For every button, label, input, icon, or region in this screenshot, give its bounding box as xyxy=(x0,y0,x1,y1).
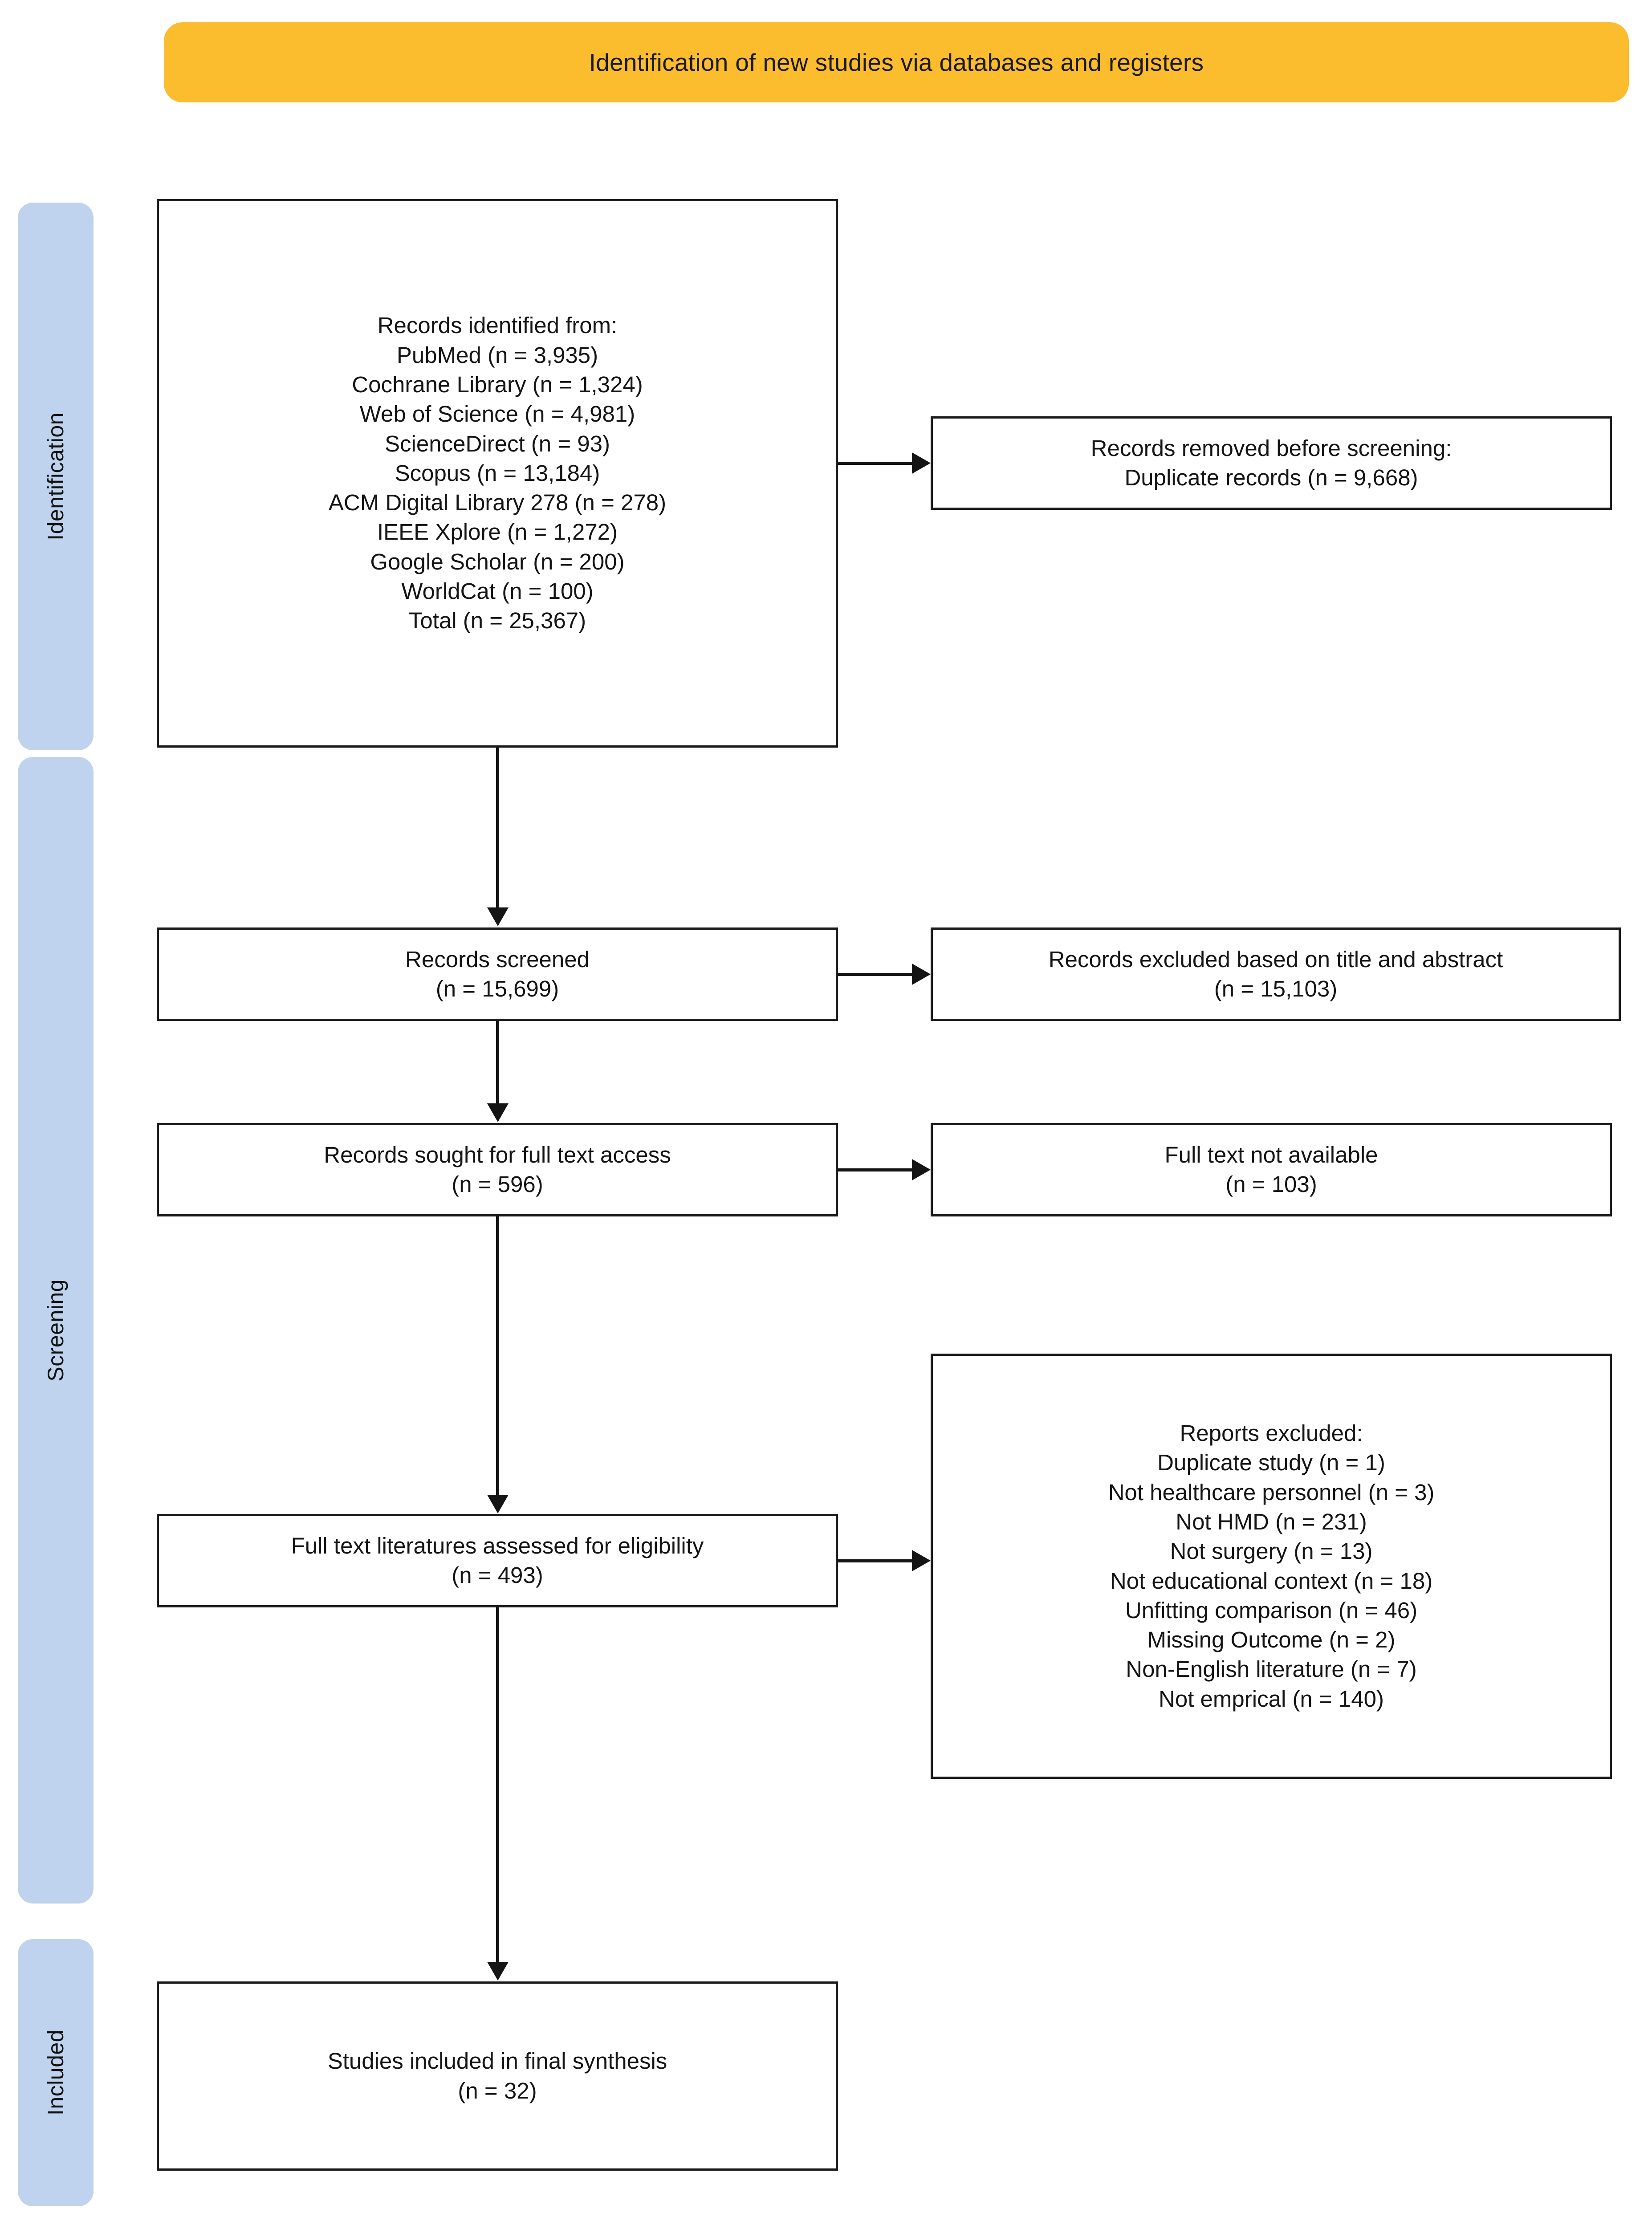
records-identified-line: Total (n = 25,367) xyxy=(408,608,586,634)
arrow-sought-to-eligibility xyxy=(487,1495,509,1513)
box-records-excluded-title-abstract: Records excluded based on title and abst… xyxy=(931,927,1621,1021)
reports-excluded-line: Non-English literature (n = 7) xyxy=(1126,1656,1417,1682)
full-text-na-line: Full text not available xyxy=(1164,1142,1378,1167)
box-full-text-not-available: Full text not available (n = 103) xyxy=(931,1123,1612,1216)
records-identified-line: PubMed (n = 3,935) xyxy=(396,342,598,368)
records-identified-line: Scopus (n = 13,184) xyxy=(395,460,600,486)
arrow-screened-to-excluded xyxy=(912,964,931,985)
reports-excluded-line: Duplicate study (n = 1) xyxy=(1157,1450,1385,1476)
arrow-eligibility-to-included xyxy=(487,1962,509,1981)
stage-label-identification: Identification xyxy=(43,412,68,541)
records-sought-line: (n = 596) xyxy=(452,1171,543,1197)
connector-identified-to-screened xyxy=(496,748,499,909)
box-records-sought-full-text: Records sought for full text access (n =… xyxy=(157,1123,838,1216)
reports-excluded-line: Missing Outcome (n = 2) xyxy=(1147,1627,1396,1653)
studies-included-line: Studies included in final synthesis xyxy=(327,2048,667,2074)
records-identified-line: IEEE Xplore (n = 1,272) xyxy=(377,519,618,545)
records-excluded-line: Records excluded based on title and abst… xyxy=(1048,946,1503,972)
records-screened-line: Records screened xyxy=(405,946,590,972)
stage-rail-included: Included xyxy=(18,1939,94,2206)
box-records-screened: Records screened (n = 15,699) xyxy=(157,927,838,1021)
box-assessed-for-eligibility: Full text literatures assessed for eligi… xyxy=(157,1514,838,1607)
arrow-eligibility-to-reports-excluded xyxy=(912,1550,931,1571)
reports-excluded-line: Unfitting comparison (n = 46) xyxy=(1125,1597,1418,1623)
records-identified-line: Cochrane Library (n = 1,324) xyxy=(352,371,643,397)
banner-identification: Identification of new studies via databa… xyxy=(164,22,1629,102)
records-identified-line: Records identified from: xyxy=(377,313,618,338)
records-excluded-line: (n = 15,103) xyxy=(1214,976,1338,1001)
arrow-identified-to-screened xyxy=(487,907,509,926)
records-screened-line: (n = 15,699) xyxy=(435,976,559,1001)
connector-identified-to-removed xyxy=(838,462,913,465)
connector-eligibility-to-included xyxy=(496,1607,499,1964)
reports-excluded-line: Not surgery (n = 13) xyxy=(1170,1538,1373,1564)
arrow-identified-to-removed xyxy=(912,452,931,474)
records-identified-line: ScienceDirect (n = 93) xyxy=(385,431,610,456)
reports-excluded-line: Not emprical (n = 140) xyxy=(1159,1686,1384,1712)
stage-rail-screening: Screening xyxy=(18,757,94,1904)
arrow-screened-to-sought xyxy=(487,1103,509,1122)
connector-eligibility-to-reports-excluded xyxy=(838,1559,913,1562)
records-identified-line: Google Scholar (n = 200) xyxy=(370,549,625,574)
reports-excluded-line: Not healthcare personnel (n = 3) xyxy=(1108,1479,1435,1505)
connector-screened-to-excluded xyxy=(838,973,913,976)
connector-sought-to-eligibility xyxy=(496,1216,499,1497)
reports-excluded-line: Reports excluded: xyxy=(1180,1420,1363,1446)
records-identified-line: ACM Digital Library 278 (n = 278) xyxy=(328,490,667,516)
records-removed-line: Records removed before screening: xyxy=(1090,435,1452,461)
box-reports-excluded: Reports excluded: Duplicate study (n = 1… xyxy=(931,1354,1612,1779)
connector-screened-to-sought xyxy=(496,1021,499,1106)
banner-title: Identification of new studies via databa… xyxy=(589,49,1204,76)
stage-label-screening: Screening xyxy=(43,1279,68,1382)
records-identified-line: WorldCat (n = 100) xyxy=(401,578,594,604)
box-studies-included: Studies included in final synthesis (n =… xyxy=(157,1981,838,2171)
full-text-na-line: (n = 103) xyxy=(1225,1171,1317,1197)
stage-rail-identification: Identification xyxy=(18,203,94,750)
eligibility-line: Full text literatures assessed for eligi… xyxy=(291,1533,704,1558)
studies-included-line: (n = 32) xyxy=(458,2078,537,2103)
connector-sought-to-not-available xyxy=(838,1168,913,1171)
records-removed-line: Duplicate records (n = 9,668) xyxy=(1124,465,1418,490)
stage-label-included: Included xyxy=(43,2030,68,2116)
box-records-identified: Records identified from: PubMed (n = 3,9… xyxy=(157,199,838,748)
records-identified-line: Web of Science (n = 4,981) xyxy=(359,401,635,427)
reports-excluded-line: Not educational context (n = 18) xyxy=(1110,1568,1433,1594)
reports-excluded-line: Not HMD (n = 231) xyxy=(1176,1509,1367,1534)
records-sought-line: Records sought for full text access xyxy=(324,1142,671,1167)
box-records-removed: Records removed before screening: Duplic… xyxy=(931,416,1612,510)
arrow-sought-to-not-available xyxy=(912,1159,931,1180)
eligibility-line: (n = 493) xyxy=(452,1562,543,1588)
